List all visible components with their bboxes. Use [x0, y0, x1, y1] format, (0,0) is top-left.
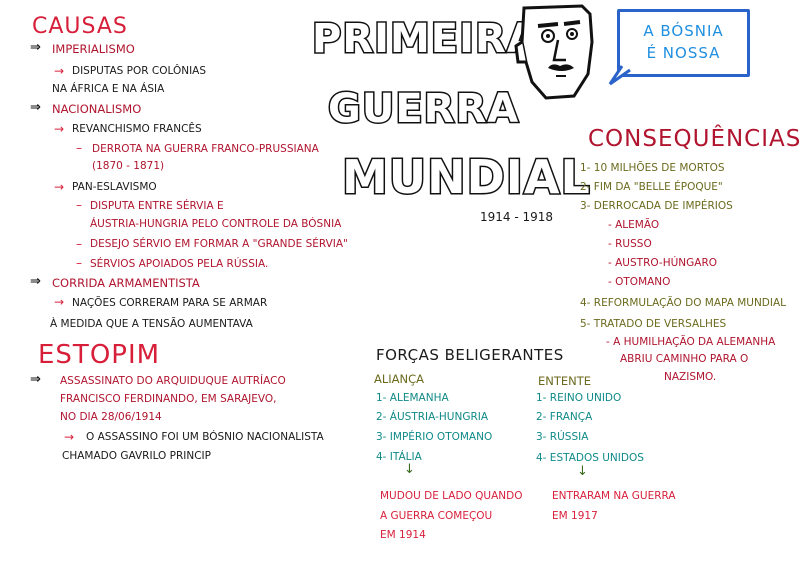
- speech-line-2: É NOSSA: [646, 44, 721, 62]
- alianca-item-1: 1- ALEMANHA: [376, 392, 449, 404]
- speech-tail-icon: [608, 65, 631, 86]
- estopim-line-4: O ASSASSINO FOI UM BÓSNIO NACIONALISTA: [86, 431, 324, 443]
- arrow-bullet-icon: ⇒: [30, 274, 41, 289]
- arrow-icon: →: [54, 180, 65, 194]
- imperio-alemao: - ALEMÃO: [608, 219, 660, 231]
- alianca-note-1: MUDOU DE LADO QUANDO: [380, 490, 523, 502]
- entente-note-1: ENTRARAM NA GUERRA: [552, 490, 676, 502]
- title-line-2: GUERRA: [326, 85, 520, 134]
- title-years: 1914 - 1918: [480, 210, 554, 224]
- speech-bubble: A BÓSNIA É NOSSA: [617, 9, 750, 77]
- entente-item-2: 2- FRANÇA: [536, 411, 593, 423]
- disputa-item-cont: ÁUSTRIA-HUNGRIA PELO CONTROLE DA BÓSNIA: [90, 218, 342, 230]
- imperio-russo: - RUSSO: [608, 238, 652, 250]
- corrida-label: CORRIDA ARMAMENTISTA: [52, 276, 200, 290]
- arrow-icon: →: [54, 64, 65, 78]
- alianca-item-4: 4- ITÁLIA: [376, 451, 422, 463]
- entente-item-3: 3- RÚSSIA: [536, 431, 589, 443]
- dash-icon: –: [76, 141, 82, 155]
- imperialismo-item: DISPUTAS POR COLÔNIAS: [72, 65, 207, 77]
- title-line-3: MUNDIAL: [341, 149, 592, 206]
- arrow-down-icon: ↓: [404, 462, 415, 477]
- consequencias-heading: CONSEQUÊNCIAS: [588, 126, 800, 152]
- dash-icon: –: [76, 237, 82, 251]
- consequencia-2: 2- FIM DA "BELLE ÉPOQUE": [580, 181, 723, 193]
- consequencia-1: 1- 10 MILHÕES DE MORTOS: [580, 162, 725, 174]
- gavrilo-face-drawing: [514, 4, 594, 100]
- consequencia-3: 3- DERROCADA DE IMPÉRIOS: [580, 200, 733, 212]
- corrida-item-cont: À MEDIDA QUE A TENSÃO AUMENTAVA: [50, 318, 253, 330]
- entente-title: ENTENTE: [538, 374, 592, 388]
- versalhes-note-1: - A HUMILHAÇÃO DA ALEMANHA: [606, 336, 776, 348]
- arrow-bullet-icon: ⇒: [30, 100, 41, 115]
- imperialismo-item-cont: NA ÁFRICA E NA ÁSIA: [52, 83, 165, 95]
- entente-item-4: 4- ESTADOS UNIDOS: [536, 452, 644, 464]
- disputa-item: DISPUTA ENTRE SÉRVIA E: [90, 200, 224, 212]
- alianca-note-3: EM 1914: [380, 529, 426, 541]
- nacionalismo-label: NACIONALISMO: [52, 102, 142, 116]
- imperialismo-label: IMPERIALISMO: [52, 42, 135, 56]
- forcas-heading: FORÇAS BELIGERANTES: [376, 346, 564, 364]
- alianca-title: ALIANÇA: [374, 372, 425, 386]
- consequencia-5: 5- TRATADO DE VERSALHES: [580, 318, 727, 330]
- estopim-line-2: FRANCISCO FERDINANDO, EM SARAJEVO,: [60, 393, 277, 405]
- servios-item: SÉRVIOS APOIADOS PELA RÚSSIA.: [90, 258, 269, 270]
- dash-icon: –: [76, 256, 82, 270]
- estopim-line-3: NO DIA 28/06/1914: [60, 411, 162, 423]
- alianca-item-3: 3- IMPÉRIO OTOMANO: [376, 431, 493, 443]
- arrow-down-icon: ↓: [577, 464, 588, 479]
- arrow-bullet-icon: ⇒: [30, 40, 41, 55]
- derrota-years: (1870 - 1871): [92, 160, 165, 172]
- dash-icon: –: [76, 198, 82, 212]
- estopim-line-1: ASSASSINATO DO ARQUIDUQUE AUTRÍACO: [60, 375, 286, 387]
- desejo-item: DESEJO SÉRVIO EM FORMAR A "GRANDE SÉRVIA…: [90, 238, 348, 250]
- causas-heading: CAUSAS: [32, 14, 128, 39]
- arrow-icon: →: [64, 430, 75, 444]
- corrida-item: NAÇÕES CORRERAM PARA SE ARMAR: [72, 297, 268, 309]
- versalhes-note-3: NAZISMO.: [664, 371, 717, 383]
- imperio-otomano: - OTOMANO: [608, 276, 671, 288]
- paneslavismo-label: PAN-ESLAVISMO: [72, 181, 157, 193]
- estopim-heading: ESTOPIM: [38, 340, 161, 370]
- entente-note-2: EM 1917: [552, 510, 598, 522]
- derrota-item: DERROTA NA GUERRA FRANCO-PRUSSIANA: [92, 143, 319, 155]
- revanchismo-label: REVANCHISMO FRANCÊS: [72, 123, 202, 135]
- entente-item-1: 1- REINO UNIDO: [536, 392, 622, 404]
- alianca-item-2: 2- ÁUSTRIA-HUNGRIA: [376, 411, 489, 423]
- arrow-icon: →: [54, 295, 65, 309]
- arrow-icon: →: [54, 122, 65, 136]
- versalhes-note-2: ABRIU CAMINHO PARA O: [620, 353, 749, 365]
- arrow-bullet-icon: ⇒: [30, 372, 41, 387]
- speech-line-1: A BÓSNIA: [643, 22, 724, 40]
- estopim-line-5: CHAMADO GAVRILO PRINCIP: [62, 450, 211, 462]
- title-line-1: PRIMEIRA: [311, 15, 540, 64]
- imperio-austro: - AUSTRO-HÚNGARO: [608, 257, 718, 269]
- consequencia-4: 4- REFORMULAÇÃO DO MAPA MUNDIAL: [580, 297, 787, 309]
- alianca-note-2: A GUERRA COMEÇOU: [380, 510, 493, 522]
